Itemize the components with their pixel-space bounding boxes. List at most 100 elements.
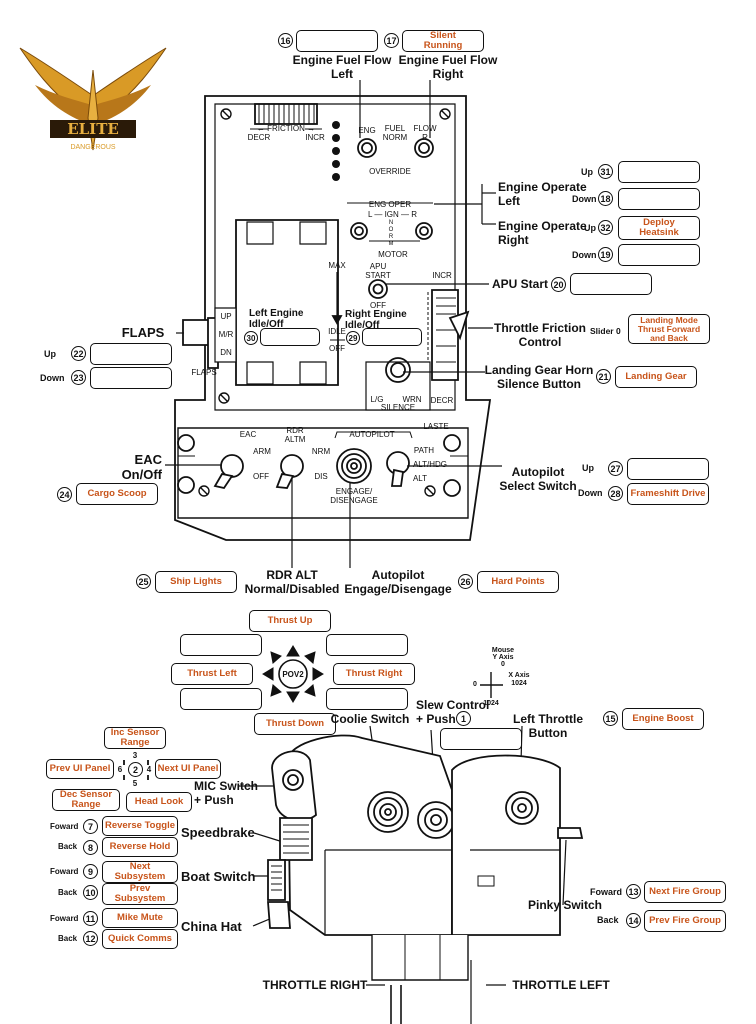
mouse-y-axis-label: Mouse Y Axis 0 (491, 647, 515, 668)
path-label: PATH (413, 446, 435, 455)
foward-13-label: Foward (590, 887, 623, 897)
prev-ui-panel-box[interactable]: Prev UI Panel (46, 759, 114, 779)
down-19-label: Down (572, 250, 597, 260)
next-ui-panel-box[interactable]: Next UI Panel (155, 759, 221, 779)
nrm-label: NRM (311, 447, 331, 456)
engine-fuel-flow-left-label: Engine Fuel Flow Left (292, 53, 392, 81)
badge-1: 1 (456, 711, 471, 726)
thrust-right-box[interactable]: Thrust Right (333, 663, 415, 685)
binding-18-box[interactable] (618, 188, 700, 210)
quick-comms-box[interactable]: Quick Comms (102, 929, 178, 949)
next-fire-group-box[interactable]: Next Fire Group (644, 881, 726, 903)
friction-text: FRICTION (267, 124, 305, 133)
coolie-switch-label: Coolie Switch (330, 712, 410, 726)
back-12-label: Back (58, 934, 78, 943)
logo-subtext: DANGEROUS (70, 144, 115, 151)
pov-up-left-box[interactable] (180, 634, 262, 656)
landing-mode-box[interactable]: Landing Mode Thrust Forward and Back (628, 314, 710, 344)
head-look-box[interactable]: Head Look (126, 792, 192, 812)
prev-fire-group-box[interactable]: Prev Fire Group (644, 910, 726, 932)
pinky-switch-label: Pinky Switch (527, 898, 603, 912)
badge-32: 32 (598, 220, 613, 235)
badge-7: 7 (83, 819, 98, 834)
hard-points-box[interactable]: Hard Points (477, 571, 559, 593)
binding-29-box[interactable] (362, 328, 422, 346)
back-8-label: Back (58, 842, 78, 851)
badge-21: 21 (596, 369, 611, 384)
mic-dir-5: 5 (132, 779, 138, 788)
badge-20: 20 (551, 277, 566, 292)
slew-control-label: Slew Control + Push (416, 698, 490, 726)
ship-lights-box[interactable]: Ship Lights (155, 571, 237, 593)
binding-16-box[interactable] (296, 30, 378, 52)
inc-sensor-range-box[interactable]: Inc Sensor Range (104, 727, 166, 749)
badge-17: 17 (384, 33, 399, 48)
binding-23-box[interactable] (90, 367, 172, 389)
throttle-panel (174, 95, 492, 541)
reverse-toggle-box[interactable]: Reverse Toggle (102, 816, 178, 836)
throttle-right-label: THROTTLE RIGHT (262, 978, 368, 992)
flaps-panel-label: FLAPS (191, 368, 217, 377)
badge-2: 2 (128, 762, 143, 777)
binding-19-box[interactable] (618, 244, 700, 266)
pov-down-right-box[interactable] (326, 688, 408, 710)
cargo-scoop-box[interactable]: Cargo Scoop (76, 483, 158, 505)
prev-subsystem-box[interactable]: Prev Subsystem (102, 883, 178, 905)
foward-7-label: Foward (50, 822, 79, 831)
throttle-body (267, 734, 584, 981)
mike-mute-box[interactable]: Mike Mute (102, 908, 178, 928)
foward-11-label: Foward (50, 914, 79, 923)
frameshift-drive-box[interactable]: Frameshift Drive (627, 483, 709, 505)
binding-20-box[interactable] (570, 273, 652, 295)
silent-running-box[interactable]: Silent Running (402, 30, 484, 52)
thrust-left-box[interactable]: Thrust Left (171, 663, 253, 685)
speedbrake-label: Speedbrake (181, 825, 255, 840)
logo-text: ELITE (67, 120, 119, 138)
badge-29: 29 (346, 331, 360, 345)
next-subsystem-box[interactable]: Next Subsystem (102, 861, 178, 883)
dec-sensor-range-box[interactable]: Dec Sensor Range (52, 789, 120, 811)
ign-label: L — IGN — R (367, 210, 418, 219)
mic-dir-3: 3 (132, 751, 138, 760)
friction-decr-label: DECR (247, 133, 271, 142)
reverse-hold-box[interactable]: Reverse Hold (102, 837, 178, 857)
flaps-label: FLAPS (121, 325, 165, 340)
max-label: MAX (328, 261, 346, 270)
apu-start-label: APU Start (492, 277, 549, 291)
autopilot-select-label: Autopilot Select Switch (499, 465, 577, 493)
deploy-heatsink-box[interactable]: Deploy Heatsink (618, 216, 700, 240)
engine-operate-right-label: Engine Operate Right (498, 219, 587, 247)
flaps-mr-label: M/R (218, 330, 234, 339)
autopilot-engage-label: Autopilot Engage/Disengage (344, 568, 452, 596)
binding-27-box[interactable] (627, 458, 709, 480)
engine-boost-box[interactable]: Engine Boost (622, 708, 704, 730)
up-31-label: Up (581, 167, 593, 177)
badge-26: 26 (458, 574, 473, 589)
badge-23: 23 (71, 370, 86, 385)
back-14-label: Back (597, 915, 619, 925)
flaps-up-label: UP (220, 312, 232, 321)
binding-1-box[interactable] (440, 728, 522, 750)
eng-label: ENG (358, 126, 376, 135)
landing-gear-box[interactable]: Landing Gear (615, 366, 697, 388)
alt-label: ALT (412, 474, 428, 483)
eac-label: EAC On/Off (121, 452, 162, 482)
flow-label: FLOW R (413, 124, 437, 142)
binding-31-box[interactable] (618, 161, 700, 183)
throttle-friction-label: Throttle Friction Control (494, 321, 586, 349)
foward-9-label: Foward (50, 867, 79, 876)
badge-9: 9 (83, 864, 98, 879)
binding-22-box[interactable] (90, 343, 172, 365)
arm-label: ARM (253, 447, 271, 456)
thrust-up-box[interactable]: Thrust Up (249, 610, 331, 632)
wrn-label: WRN (402, 395, 422, 404)
down-23-label: Down (40, 373, 65, 383)
pov-up-right-box[interactable] (326, 634, 408, 656)
binding-30-box[interactable] (260, 328, 320, 346)
off-label: OFF (329, 344, 345, 353)
thrust-down-box[interactable]: Thrust Down (254, 713, 336, 735)
pov-down-left-box[interactable] (180, 688, 262, 710)
badge-11: 11 (83, 911, 98, 926)
mouse-y-1024-label: 1024 (483, 700, 499, 707)
